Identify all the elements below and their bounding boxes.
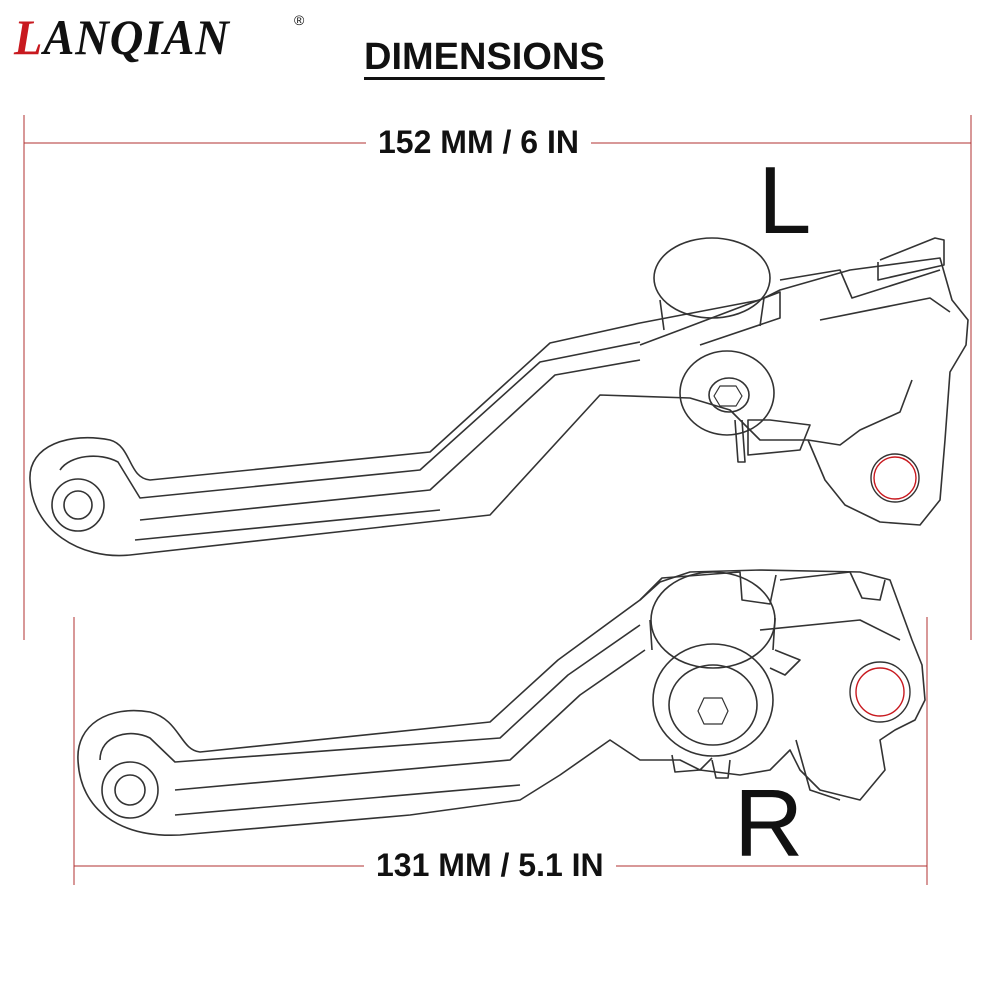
logo-first-letter: L: [14, 9, 44, 65]
top-length-label: 152 MM / 6 IN: [366, 124, 591, 161]
logo-name: ANQIAN: [43, 9, 230, 65]
page-title: DIMENSIONS: [364, 36, 605, 78]
bottom-length-label: 131 MM / 5.1 IN: [364, 847, 616, 884]
right-lever-label: R: [734, 770, 804, 877]
left-lever-drawing: [29, 237, 969, 557]
right-lever-mount-hole: [855, 667, 905, 717]
left-lever-mount-hole: [873, 456, 917, 500]
right-lever-drawing: [77, 569, 926, 836]
top-dimension-lines: [23, 115, 972, 640]
registered-mark: ®: [294, 12, 305, 28]
left-lever-label: L: [758, 147, 812, 254]
brand-logo: LANQIAN: [14, 8, 230, 66]
